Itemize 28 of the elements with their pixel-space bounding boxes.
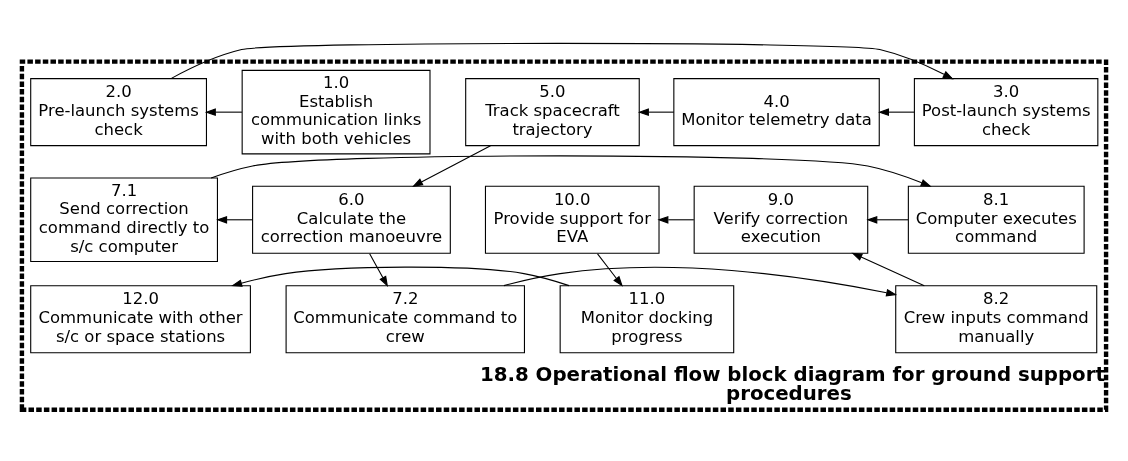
node-box: 6.0 Calculate the correction manoeuvre (252, 185, 451, 254)
arrow (170, 42, 954, 79)
node-box: 2.0 Pre-launch systems check (30, 77, 207, 146)
arrow (210, 154, 932, 187)
arrow (851, 252, 925, 286)
node-box: 8.2 Crew inputs command manually (895, 284, 1098, 353)
arrow (878, 107, 915, 116)
arrow (637, 107, 675, 116)
node-box: 12.0 Communicate with other s/c or space stations (30, 284, 251, 353)
node-box: 5.0 Track spacecraft trajectory (465, 77, 640, 146)
arrow (412, 144, 492, 187)
node-box: 9.0 Verify correction execution (693, 185, 869, 254)
node-box: 10.0 Provide support for EVA (484, 185, 660, 254)
node-box: 8.1 Computer executes command (907, 185, 1085, 254)
arrow (369, 252, 389, 287)
arrow (216, 215, 253, 224)
node-box: 4.0 Monitor telemetry data (673, 77, 880, 146)
arrow (657, 215, 695, 224)
node-box: 1.0 Establish communication links with both vehicles (241, 69, 431, 154)
arrow (866, 215, 909, 224)
arrow (231, 266, 570, 287)
arrow (503, 266, 898, 296)
node-box: 3.0 Post-launch systems check (913, 77, 1099, 146)
node-box: 11.0 Monitor docking progress (559, 284, 735, 353)
arrow (596, 252, 623, 287)
node-box: 7.1 Send correction command directly to s/c computer (30, 177, 218, 262)
arrow (204, 107, 243, 116)
node-box: 7.2 Communicate command to crew (285, 284, 525, 353)
